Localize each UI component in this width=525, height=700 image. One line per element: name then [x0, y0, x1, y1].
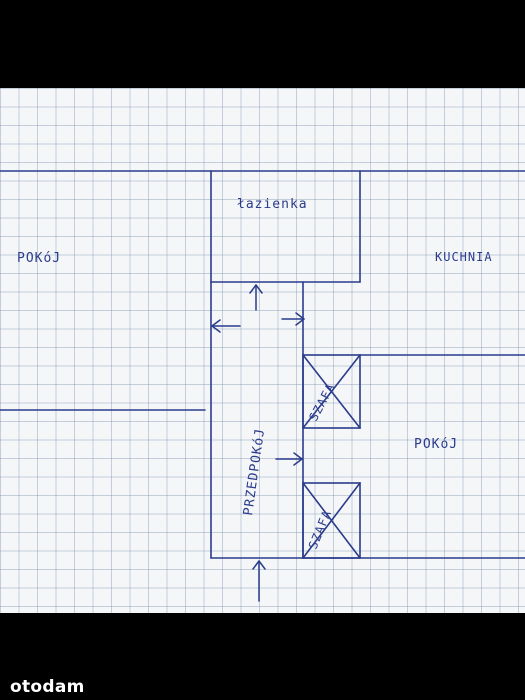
label-przedpokoj: PRZEDPOKóJ [241, 427, 268, 517]
otodam-watermark: otodam [10, 677, 85, 697]
arrow-right-to-kitchen [281, 312, 305, 326]
label-szafa-top: SZAFA [306, 381, 338, 424]
label-pokoj-right: POKóJ [414, 437, 458, 452]
arrow-entrance-up [252, 560, 266, 602]
label-lazienka: łazienka [237, 197, 308, 212]
wardrobe-bottom [302, 482, 361, 559]
floor-plan-photo: łazienka POKóJ KUCHNIA POKóJ PRZEDPOKóJ … [0, 88, 525, 613]
arrow-up-to-bathroom [249, 284, 263, 311]
floor-plan-drawing: łazienka POKóJ KUCHNIA POKóJ PRZEDPOKóJ … [0, 170, 525, 602]
label-pokoj-left: POKóJ [17, 251, 61, 266]
label-szafa-bottom: SZAFA [306, 508, 334, 551]
arrow-left-to-room [211, 319, 241, 333]
label-kuchnia: KUCHNIA [435, 250, 493, 264]
arrow-right-to-room [275, 452, 303, 466]
wardrobe-top [302, 354, 361, 429]
